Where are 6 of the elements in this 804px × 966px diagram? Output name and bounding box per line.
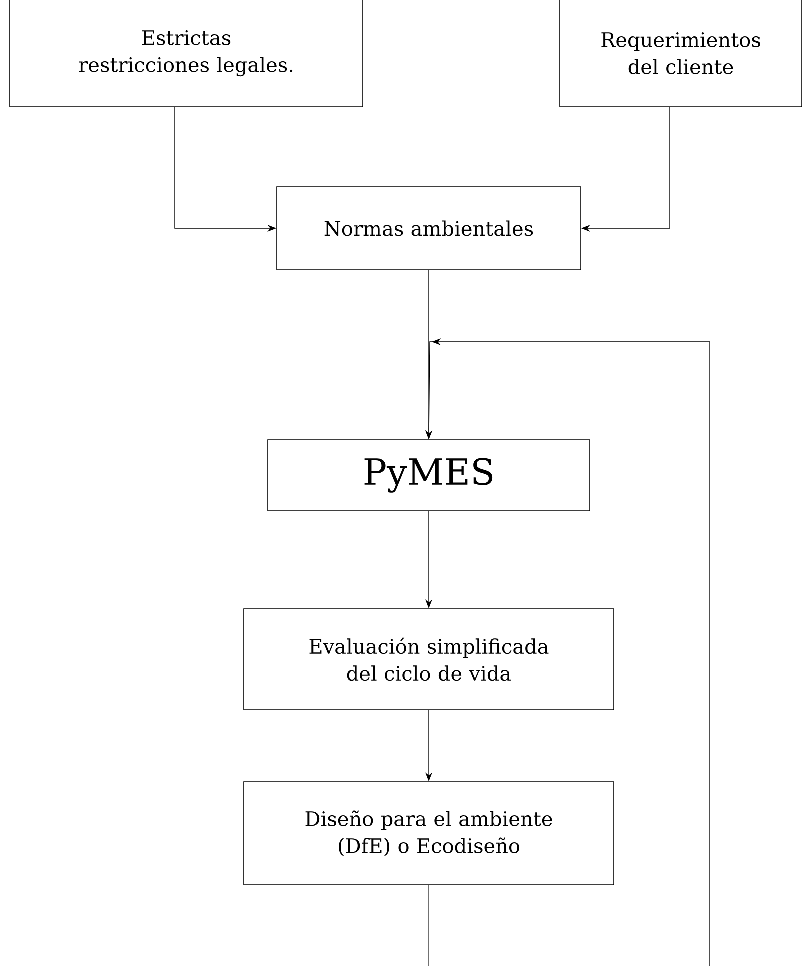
process-box: Normas ambientales	[276, 186, 582, 270]
process-box: Requerimientos del cliente	[560, 0, 802, 108]
process-box: PyMES	[268, 440, 590, 512]
process-box: Evaluación simplificada del ciclo de vida	[244, 608, 614, 710]
process-box: Diseño para el ambiente (DfE) o Ecodiseño	[244, 782, 614, 886]
process-box: Estrictas restricciones legales.	[10, 0, 364, 108]
